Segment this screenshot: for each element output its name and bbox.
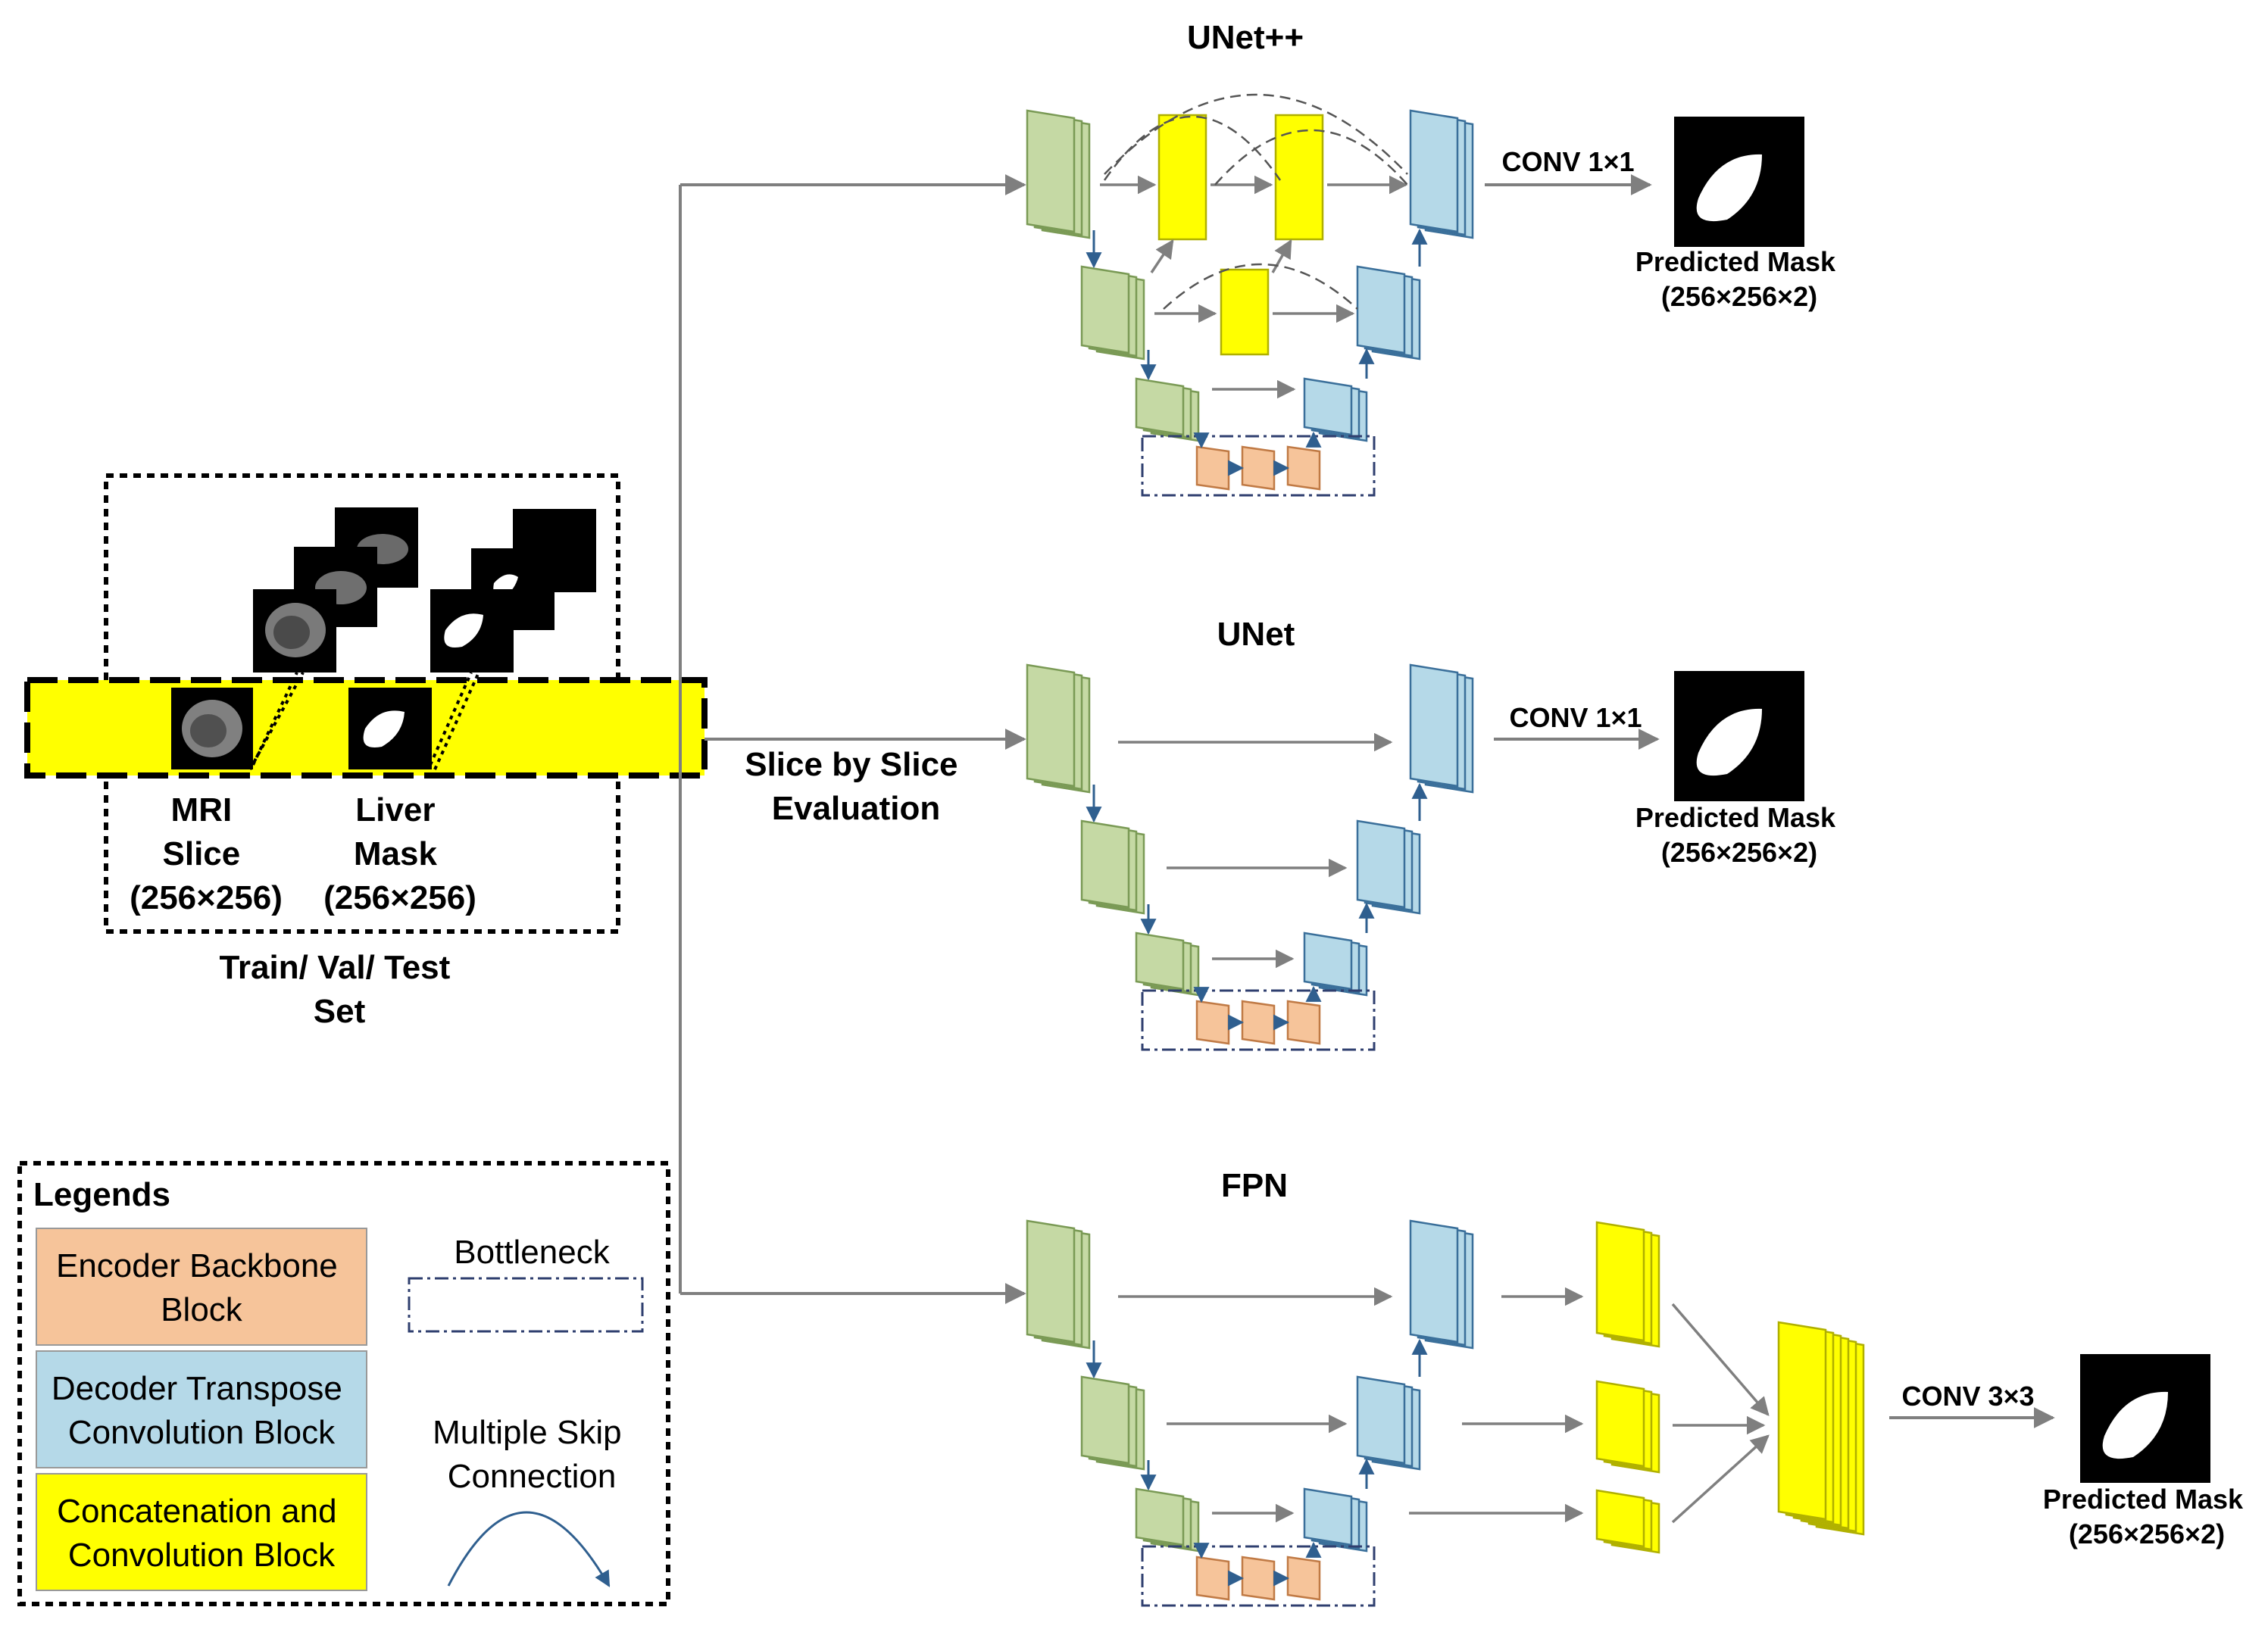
legend-bottleneck-label: Bottleneck [454, 1234, 610, 1271]
predicted-mask-fpn [2080, 1354, 2210, 1483]
unetpp-backbone-block [1195, 445, 1230, 491]
unetpp-dense-skip [1163, 263, 1358, 310]
fpn-decoder-block [1409, 1219, 1474, 1350]
legend-skip-label: Multiple Skip Connection [433, 1414, 631, 1495]
liver-mask-icon [348, 688, 432, 769]
unetpp-bottleneck [1141, 435, 1376, 497]
fpn-pyramid-block [1595, 1380, 1660, 1474]
unetpp-encoder-block [1135, 377, 1200, 442]
fpn-encoder-block [1080, 1375, 1145, 1471]
fpn-pyramid-block [1595, 1221, 1660, 1348]
fpn-backbone-block [1195, 1556, 1230, 1601]
unetpp-up-arrow [1271, 239, 1292, 273]
fpn-merge-arrow [1671, 1303, 1770, 1416]
slice-connectors [248, 672, 480, 770]
unet-backbone-block [1286, 1000, 1321, 1045]
unet-decoder-block [1356, 819, 1421, 915]
unetpp-dense-skip [1103, 115, 1282, 181]
dataset-panel: MRI Slice (256×256) Liver Mask (256×256)… [24, 473, 708, 1030]
unetpp-encoder-block [1026, 109, 1091, 239]
unet-backbone-block [1195, 1000, 1230, 1045]
fpn-merge-arrow [1671, 1434, 1770, 1524]
unetpp-dense-skip [1104, 93, 1408, 175]
unetpp-backbone-block [1286, 445, 1321, 491]
unetpp-backbone-block [1241, 445, 1276, 491]
model-title-unet: UNet [1217, 616, 1295, 653]
unetpp-concat-block [1157, 114, 1207, 241]
mask-label: Liver Mask (256×256) [323, 791, 476, 916]
predicted-mask-label-unet: Predicted Mask (256×256×2) [1635, 802, 1843, 868]
head-label-unetpp: CONV 1×1 [1501, 146, 1634, 177]
legend-decoder-swatch [36, 1350, 367, 1468]
legend-decoder-label: Decoder Transpose Convolution Block [52, 1370, 351, 1451]
unet-encoder-block [1026, 663, 1091, 794]
liver-mask-stack [430, 509, 596, 673]
legend-title: Legends [33, 1176, 170, 1213]
mri-label: MRI Slice (256×256) [130, 791, 283, 916]
set-label: Train/ Val/ Test Set [219, 949, 459, 1030]
network-diagrams [1026, 93, 1865, 1607]
fpn-decoder-block [1356, 1375, 1421, 1471]
flow-label: Slice by Slice Evaluation [745, 746, 967, 827]
model-title-unetpp: UNet++ [1187, 19, 1304, 56]
unet-encoder-block [1080, 819, 1145, 915]
unetpp-concat-block [1274, 114, 1324, 241]
unetpp-decoder-block [1409, 109, 1474, 239]
legend-concat-swatch [36, 1473, 367, 1591]
unet-encoder-block [1135, 932, 1200, 997]
head-label-fpn: CONV 3×3 [1901, 1381, 2034, 1412]
predicted-mask-label-fpn: Predicted Mask (256×256×2) [2043, 1484, 2251, 1549]
unetpp-encoder-block [1080, 265, 1145, 360]
predicted-mask-unetpp [1674, 117, 1804, 247]
flow-connectors [679, 174, 1026, 1304]
unetpp-decoder-block [1356, 265, 1421, 360]
unet-backbone-block [1241, 1000, 1276, 1045]
legend-encoder-swatch [36, 1228, 367, 1346]
legend: Legends Encoder Backbone Block Decoder T… [17, 1161, 670, 1606]
legend-bottleneck-swatch [408, 1277, 644, 1333]
fpn-decoder-block [1303, 1487, 1368, 1553]
unet-bottleneck [1141, 989, 1376, 1051]
head-label-unet: CONV 1×1 [1509, 702, 1642, 733]
unetpp-dense-skip [1214, 129, 1408, 186]
model-title-fpn: FPN [1221, 1167, 1288, 1204]
legend-concat-label: Concatenation and Convolution Block [57, 1493, 346, 1574]
unet-decoder-block [1409, 663, 1474, 794]
predicted-mask-label-unetpp: Predicted Mask (256×256×2) [1635, 246, 1843, 312]
fpn-encoder-block [1026, 1219, 1091, 1350]
predicted-mask-unet [1674, 671, 1804, 801]
unetpp-concat-block [1220, 268, 1270, 356]
legend-encoder-label: Encoder Backbone Block [56, 1247, 347, 1328]
mri-slice-icon [171, 688, 253, 769]
legend-skip-icon [447, 1511, 611, 1587]
unet-decoder-block [1303, 932, 1368, 997]
fpn-backbone-block [1286, 1556, 1321, 1601]
fpn-backbone-block [1241, 1556, 1276, 1601]
fpn-encoder-block [1135, 1487, 1200, 1553]
fpn-bottleneck [1141, 1545, 1376, 1607]
mri-slice-stack [253, 507, 418, 673]
fpn-merged-block [1777, 1321, 1865, 1536]
unetpp-decoder-block [1303, 377, 1368, 442]
model-heads [1485, 174, 2055, 1428]
unetpp-up-arrow [1150, 239, 1174, 273]
fpn-pyramid-block [1595, 1489, 1660, 1554]
